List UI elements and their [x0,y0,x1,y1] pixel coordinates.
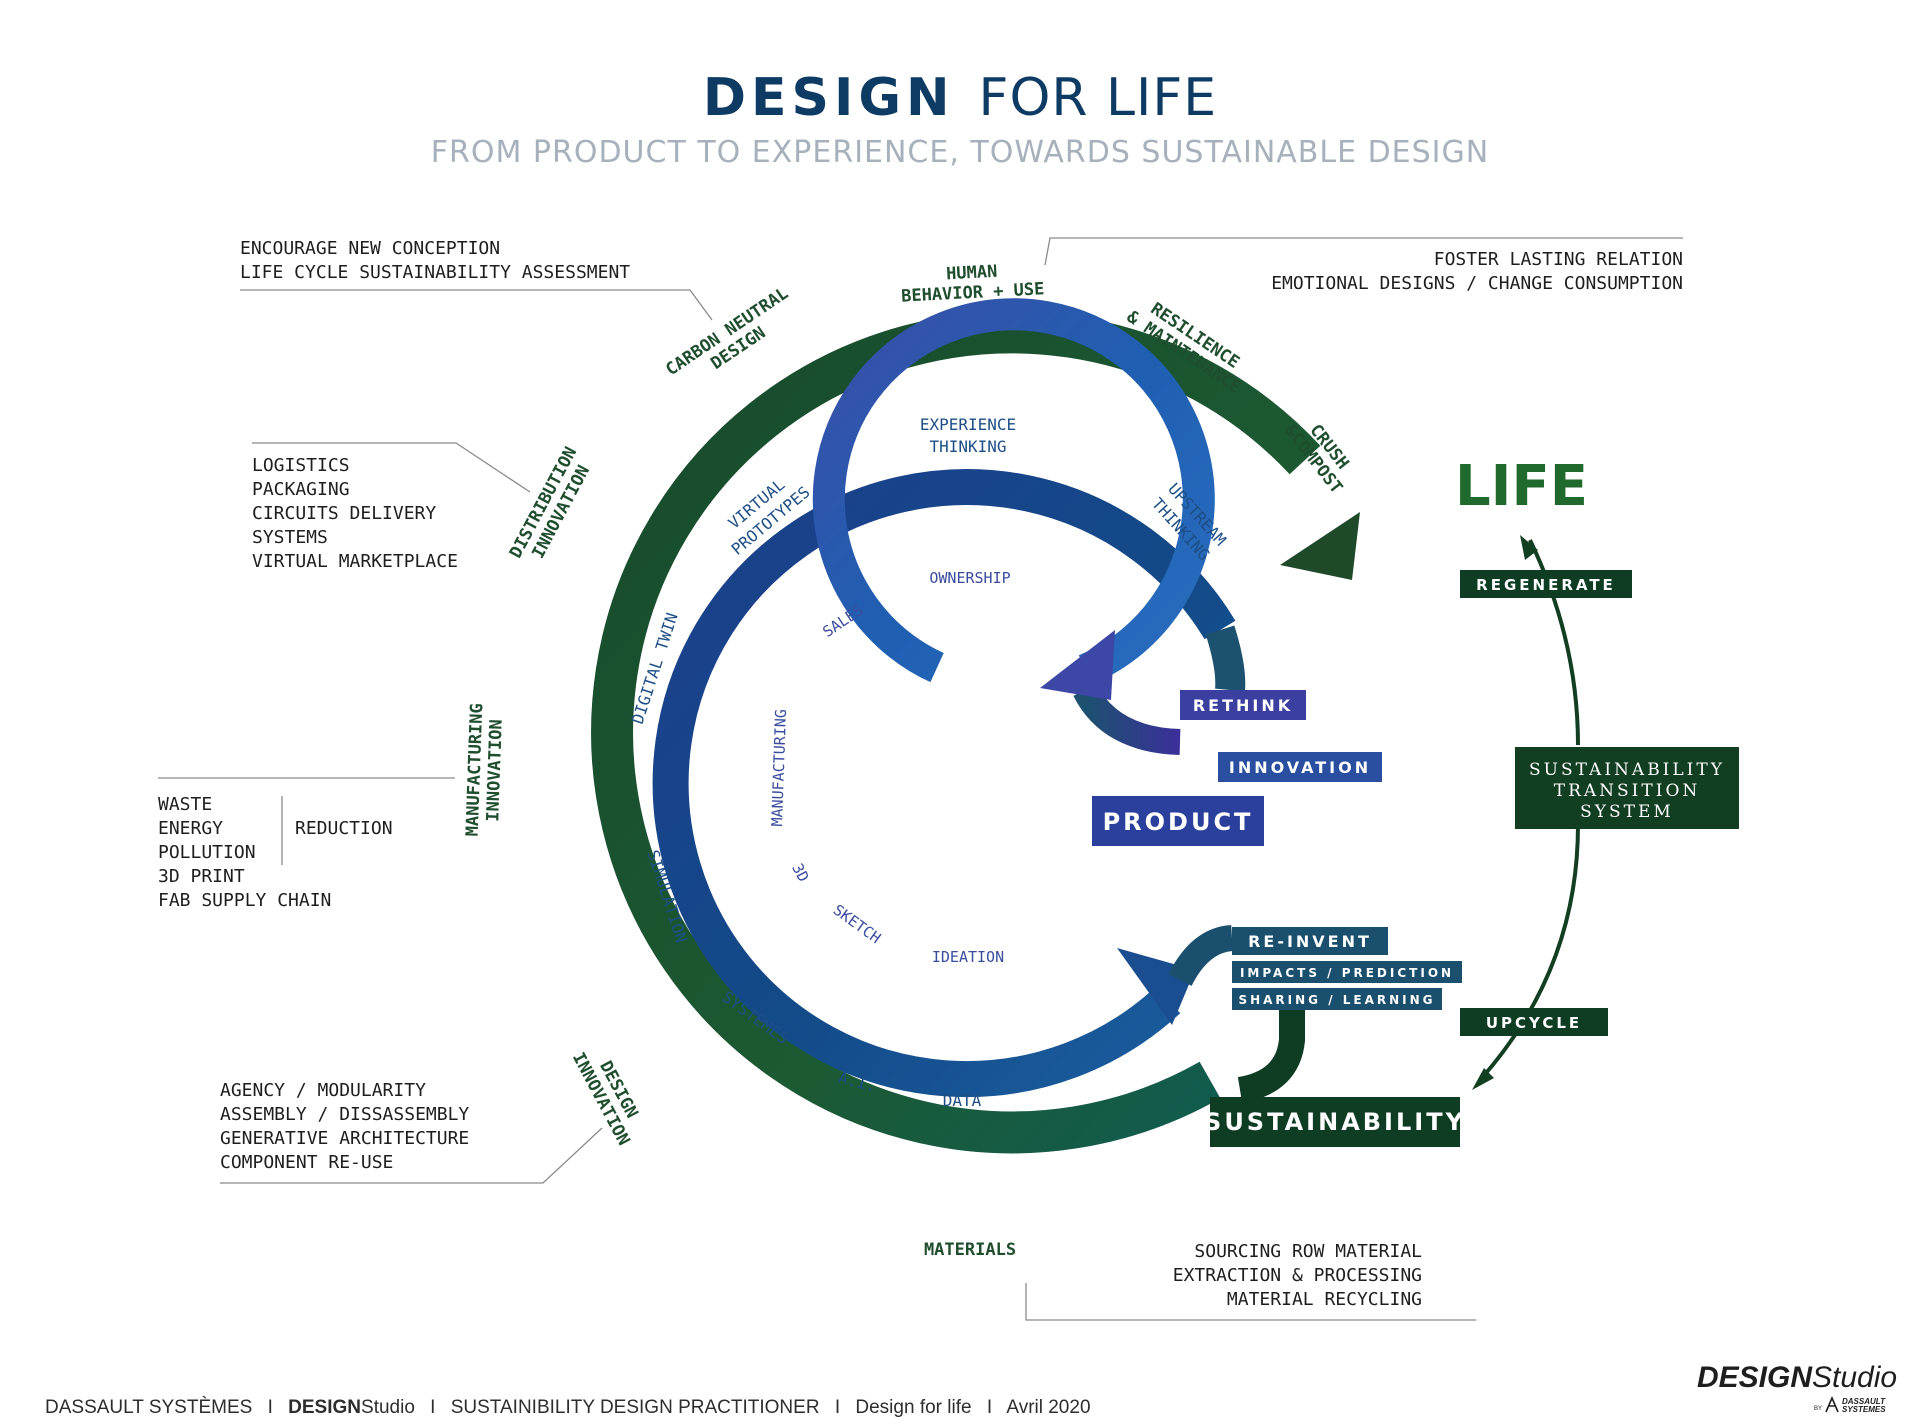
middle-ring-arc [652,469,1236,1097]
svg-text:DESIGNStudio: DESIGNStudio [1697,1361,1897,1394]
outer-ring-arrowhead [1280,512,1360,580]
svg-text:SHARING / LEARNING: SHARING / LEARNING [1238,993,1435,1007]
innovation-box: INNOVATION [1218,752,1382,782]
svg-text:SUSTAINABILITY: SUSTAINABILITY [1204,1108,1466,1136]
middle-ring-hook [1205,625,1246,692]
note-agency: AGENCY / MODULARITY ASSEMBLY / DISSASSEM… [220,1080,603,1184]
label-sketch: SKETCH [830,901,884,947]
label-design-innovation: DESIGN INNOVATION [568,1049,642,1149]
svg-text:UPCYCLE: UPCYCLE [1486,1014,1582,1032]
svg-text:COMPONENT RE-USE: COMPONENT RE-USE [220,1152,393,1173]
svg-text:EXTRACTION & PROCESSING: EXTRACTION & PROCESSING [1173,1265,1422,1286]
regenerate-arrow [1528,539,1580,746]
svg-text:WASTE: WASTE [158,794,212,815]
label-distribution: DISTRIBUTION INNOVATION [506,444,594,562]
label-human-behavior: HUMAN BEHAVIOR + USE [901,262,1045,307]
note-sourcing: SOURCING ROW MATERIAL EXTRACTION & PROCE… [1025,1241,1476,1321]
svg-text:LOGISTICS: LOGISTICS [252,455,350,476]
svg-text:FOSTER LASTING RELATION: FOSTER LASTING RELATION [1434,249,1683,270]
svg-text:FAB SUPPLY CHAIN: FAB SUPPLY CHAIN [158,890,331,911]
label-manufacturing-outer: MANUFACTURING INNOVATION [463,703,507,837]
sharing-box: SHARING / LEARNING [1232,988,1442,1010]
svg-text:GENERATIVE ARCHITECTURE: GENERATIVE ARCHITECTURE [220,1128,469,1149]
svg-text:SYSTEMS: SYSTEMS [252,527,328,548]
transition-system-box: SUSTAINABILITY TRANSITION SYSTEM [1515,747,1739,829]
label-ideation: IDEATION [932,948,1004,966]
svg-text:EMOTIONAL DESIGNS / CHANGE CON: EMOTIONAL DESIGNS / CHANGE CONSUMPTION [1271,273,1683,294]
label-manufacturing-inner: MANUFACTURING [768,709,790,827]
svg-text:MATERIAL RECYCLING: MATERIAL RECYCLING [1227,1289,1422,1310]
reduction-label: REDUCTION [295,818,393,839]
label-experience-thinking: EXPERIENCE THINKING [920,415,1016,456]
sustainability-box: SUSTAINABILITY [1204,1097,1466,1147]
svg-text:EXPERIENCE: EXPERIENCE [920,415,1016,434]
svg-text:THINKING: THINKING [929,437,1006,456]
regenerate-box: REGENERATE [1460,570,1632,598]
svg-text:VIRTUAL MARKETPLACE: VIRTUAL MARKETPLACE [252,551,458,572]
svg-text:MANUFACTURING: MANUFACTURING [463,703,488,837]
svg-text:CIRCUITS DELIVERY: CIRCUITS DELIVERY [252,503,436,524]
upcycle-arrow [1478,824,1580,1082]
footer: DASSAULT SYSTÈMES I DESIGNStudio I SUSTA… [45,1397,1091,1418]
regenerate-arrowhead [1520,535,1538,560]
svg-text:PRODUCT: PRODUCT [1103,808,1254,836]
svg-text:SUSTAINABILITY: SUSTAINABILITY [1529,760,1725,780]
svg-text:SYSTEMES: SYSTEMES [1842,1405,1886,1414]
sustainability-feed [1237,1003,1305,1103]
label-data: DATA [943,1091,982,1110]
svg-text:RETHINK: RETHINK [1193,696,1293,715]
inner-ring-arc [812,298,1215,701]
svg-text:TRANSITION: TRANSITION [1554,781,1701,801]
product-box: PRODUCT [1092,796,1264,846]
upcycle-box: UPCYCLE [1460,1008,1608,1036]
note-top-right: FOSTER LASTING RELATION EMOTIONAL DESIGN… [1044,237,1683,294]
svg-text:INNOVATION: INNOVATION [483,719,507,822]
svg-text:IMPACTS / PREDICTION: IMPACTS / PREDICTION [1240,966,1454,980]
note-waste: WASTE ENERGY POLLUTION 3D PRINT FAB SUPP… [158,777,455,911]
reinvent-connector [1168,925,1234,987]
svg-text:AGENCY / MODULARITY: AGENCY / MODULARITY [220,1080,426,1101]
svg-text:ASSEMBLY / DISSASSEMBLY: ASSEMBLY / DISSASSEMBLY [220,1104,469,1125]
svg-text:3D PRINT: 3D PRINT [158,866,245,887]
svg-text:RE-INVENT: RE-INVENT [1248,932,1372,951]
designstudio-logo: DESIGNStudio BY DASSAULT SYSTEMES [1697,1361,1897,1414]
svg-text:ENERGY: ENERGY [158,818,223,839]
label-materials: MATERIALS [924,1240,1016,1260]
impacts-box: IMPACTS / PREDICTION [1232,961,1462,983]
svg-text:POLLUTION: POLLUTION [158,842,256,863]
svg-text:SOURCING ROW MATERIAL: SOURCING ROW MATERIAL [1194,1241,1422,1262]
rethink-box: RETHINK [1180,690,1306,720]
inner-ring-arrowhead [1040,630,1115,700]
reinvent-box: RE-INVENT [1232,927,1388,955]
svg-text:BY: BY [1814,1406,1822,1412]
life-heading: LIFE [1455,454,1588,519]
svg-text:DASSAULT: DASSAULT [1842,1397,1886,1406]
svg-text:INNOVATION: INNOVATION [1229,758,1371,777]
note-top-left: ENCOURAGE NEW CONCEPTION LIFE CYCLE SUST… [240,238,713,321]
inner-ring-hook [1073,683,1181,755]
svg-text:REGENERATE: REGENERATE [1476,576,1616,594]
subtitle: FROM PRODUCT TO EXPERIENCE, TOWARDS SUST… [431,135,1489,170]
note-logistics: LOGISTICS PACKAGING CIRCUITS DELIVERY SY… [252,442,531,572]
svg-text:HUMAN: HUMAN [946,262,998,285]
svg-text:PACKAGING: PACKAGING [252,479,350,500]
svg-text:LIFE CYCLE SUSTAINABILITY ASSE: LIFE CYCLE SUSTAINABILITY ASSESSMENT [240,262,630,283]
svg-text:SYSTEM: SYSTEM [1580,802,1674,822]
ds-brand-mark-icon [1825,1395,1839,1413]
svg-text:ENCOURAGE NEW CONCEPTION: ENCOURAGE NEW CONCEPTION [240,238,500,259]
label-3d: 3D [788,860,812,884]
upcycle-arrowhead [1472,1068,1494,1090]
label-ownership: OWNERSHIP [929,569,1010,587]
